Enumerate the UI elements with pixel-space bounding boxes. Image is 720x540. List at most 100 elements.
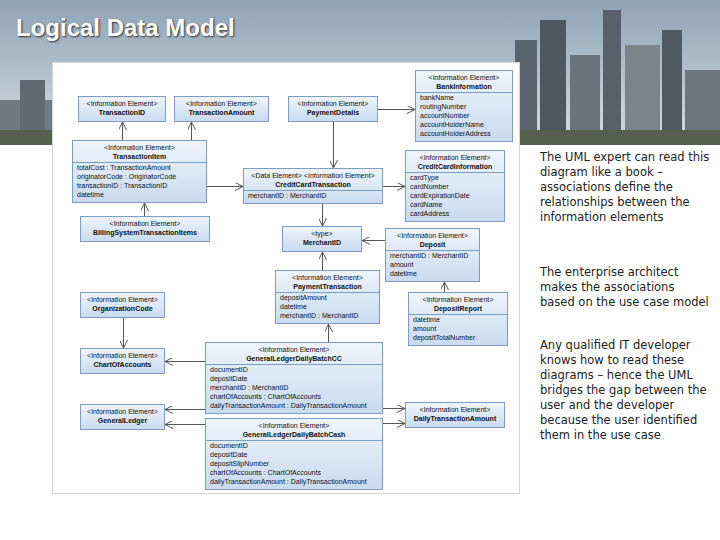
- association-line: [333, 122, 334, 168]
- note-text: The enterprise architect makes the assoc…: [540, 265, 712, 310]
- attribute: accountNumber: [420, 111, 508, 120]
- compartment-line: [206, 440, 382, 441]
- compartment-line: [409, 314, 507, 315]
- association-line: [383, 408, 405, 409]
- attribute: cardExpirationDate: [410, 191, 500, 200]
- attribute: bankName: [420, 93, 508, 102]
- attribute: depositDate: [210, 450, 378, 459]
- class-box: <Information Element>CreditCardInformati…: [405, 150, 505, 222]
- class-box: <Information Element>DailyTransactionAmo…: [405, 402, 505, 428]
- class-name: TransactionID: [83, 108, 161, 118]
- stereotype: <Information Element>: [210, 345, 378, 354]
- compartment-line: [276, 292, 379, 293]
- class-name: BillingSystemTransactionItems: [85, 228, 205, 238]
- stereotype: <Information Element>: [83, 99, 161, 108]
- class-name: TransactionItem: [77, 152, 202, 162]
- association-line: [444, 282, 445, 292]
- stereotype: <Information Element>: [293, 99, 373, 108]
- attribute: merchantID : MerchantID: [280, 311, 375, 320]
- stereotype: <Information Element>: [85, 351, 160, 360]
- compartment-line: [244, 190, 382, 191]
- class-name: GeneralLedgerDailyBatchCC: [210, 354, 378, 364]
- stereotype: <Information Element>: [280, 273, 375, 282]
- class-name: GeneralLedger: [85, 416, 160, 426]
- association-line: [122, 122, 123, 140]
- attribute: documentID: [210, 365, 378, 374]
- attribute: accountHolderAddress: [420, 129, 508, 138]
- attribute: totalCost : TransactionAmount: [77, 163, 202, 172]
- stereotype: <Information Element>: [410, 405, 500, 414]
- class-box: <Information Element>BankInformationbank…: [415, 70, 513, 142]
- note-text: Any qualified IT developer knows how to …: [540, 338, 712, 443]
- association-line: [362, 240, 385, 241]
- association-line: [378, 109, 415, 110]
- stereotype: <type>: [287, 229, 357, 238]
- class-box: <Information Element>GeneralLedgerDailyB…: [205, 418, 383, 490]
- stereotype: <Information Element>: [390, 231, 475, 240]
- stereotype: <Information Element>: [85, 407, 160, 416]
- association-line: [383, 423, 405, 424]
- class-box: <type>MerchantID: [282, 226, 362, 252]
- class-name: PaymentTransaction: [280, 282, 375, 292]
- class-box: <Information Element>PaymentDetails: [288, 96, 378, 122]
- class-box: <Information Element>DepositReportdateti…: [408, 292, 508, 346]
- stereotype: <Information Element>: [420, 73, 508, 82]
- attribute: cardAddress: [410, 209, 500, 218]
- attribute: dailyTransactionAmount : DailyTransactio…: [210, 477, 378, 486]
- association-line: [383, 186, 405, 187]
- attribute: chartOfAccounts : ChartOfAccounts: [210, 392, 378, 401]
- association-line: [123, 318, 124, 348]
- class-name: ChartOfAccounts: [85, 360, 160, 370]
- class-name: DepositReport: [413, 304, 503, 314]
- attribute: depositDate: [210, 374, 378, 383]
- association-line: [322, 204, 323, 226]
- association-line: [165, 424, 205, 425]
- association-line: [165, 409, 205, 410]
- slide-title: Logical Data Model: [16, 14, 235, 42]
- attribute: transactionID : TransactionID: [77, 181, 202, 190]
- attribute: depositTotalNumber: [413, 333, 503, 342]
- class-name: CreditCardInformation: [410, 162, 500, 172]
- association-line: [165, 361, 205, 362]
- attribute: chartOfAccounts : ChartOfAccounts: [210, 468, 378, 477]
- stereotype: <Information Element>: [179, 99, 264, 108]
- attribute: cardType: [410, 173, 500, 182]
- attribute: datetime: [390, 269, 475, 278]
- class-name: GeneralLedgerDailyBatchCash: [210, 430, 378, 440]
- attribute: cardName: [410, 200, 500, 209]
- stereotype: <Data Element> <Information Element>: [248, 171, 378, 180]
- association-line: [207, 186, 243, 187]
- attribute: depositAmount: [280, 293, 375, 302]
- class-box: <Information Element>DepositmerchantID :…: [385, 228, 480, 282]
- class-box: <Information Element>OrganizationCode: [80, 292, 165, 318]
- attribute: documentID: [210, 441, 378, 450]
- stereotype: <Information Element>: [210, 421, 378, 430]
- attribute: amount: [390, 260, 475, 269]
- class-name: OrganizationCode: [85, 304, 160, 314]
- attribute: cardNumber: [410, 182, 500, 191]
- note-text: The UML expert can read this diagram lik…: [540, 150, 712, 225]
- compartment-line: [406, 172, 504, 173]
- class-box: <Information Element>TransactionID: [78, 96, 166, 122]
- attribute: datetime: [413, 315, 503, 324]
- class-name: Deposit: [390, 240, 475, 250]
- class-name: TransactionAmount: [179, 108, 264, 118]
- stereotype: <Information Element>: [413, 295, 503, 304]
- attribute: datetime: [280, 302, 375, 311]
- attribute: merchantID : MerchantID: [248, 191, 378, 200]
- class-box: <Information Element>ChartOfAccounts: [80, 348, 165, 374]
- attribute: routingNumber: [420, 102, 508, 111]
- class-box: <Information Element>GeneralLedger: [80, 404, 165, 430]
- stereotype: <Information Element>: [85, 219, 205, 228]
- attribute: amount: [413, 324, 503, 333]
- class-box: <Data Element> <Information Element>Cred…: [243, 168, 383, 204]
- attribute: dailyTransactionAmount : DailyTransactio…: [210, 401, 378, 410]
- attribute: datetime: [77, 190, 202, 199]
- class-box: <Information Element>TransactionItemtota…: [72, 140, 207, 203]
- compartment-line: [416, 92, 512, 93]
- association-line: [144, 203, 145, 216]
- attribute: originatorCode : OriginatorCode: [77, 172, 202, 181]
- class-name: BankInformation: [420, 82, 508, 92]
- attribute: accountHolderName: [420, 120, 508, 129]
